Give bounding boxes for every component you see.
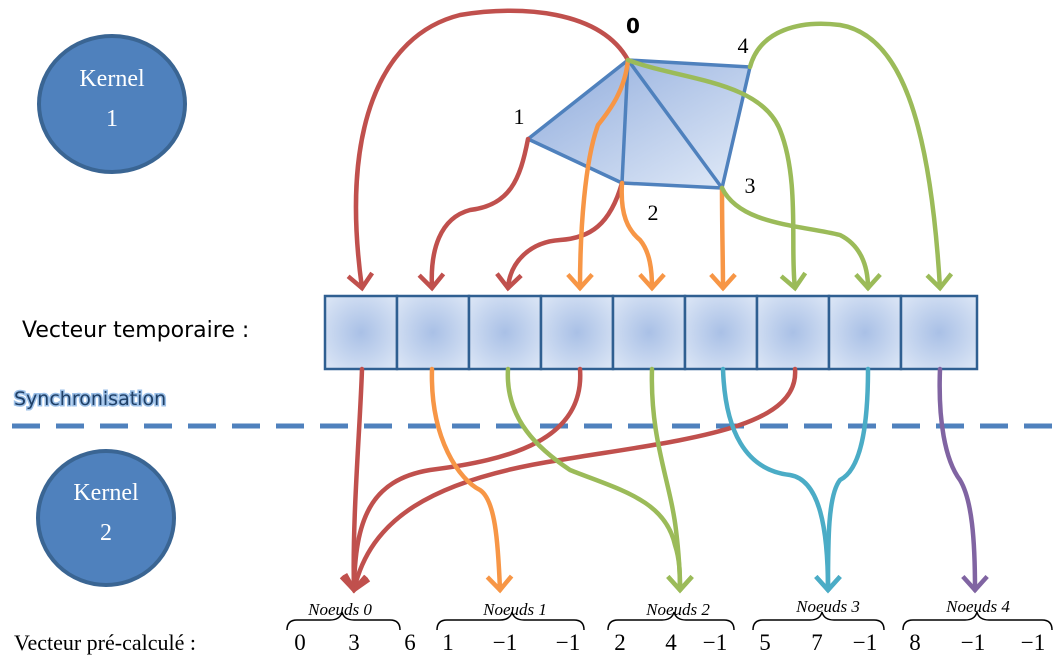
arrow-node4-to-cell9	[747, 21, 954, 292]
temp-cell	[539, 294, 615, 371]
temp-cell	[827, 294, 903, 371]
group-value: 3	[348, 630, 360, 655]
group-brace	[436, 611, 585, 631]
kernel-1-title: Kernel	[79, 66, 145, 92]
arrow-cell5-to-group2	[649, 366, 694, 594]
group-value: −1	[1021, 630, 1045, 655]
group-brace	[286, 611, 401, 631]
group-value: 6	[404, 630, 416, 655]
kernel-2-number: 2	[100, 520, 112, 546]
gather-arrows	[339, 366, 989, 594]
precomputed-group-3: Noeuds 3 5 7 −1	[752, 597, 885, 655]
temp-cell	[683, 294, 759, 371]
precomputed-group-4: Noeuds 4 8 −1 −1	[902, 597, 1053, 655]
arrow-cell2-to-group1	[429, 366, 514, 594]
arrow-node0-to-cell7	[625, 57, 808, 292]
precomputed-group-0: Noeuds 0 0 3 6	[286, 600, 416, 655]
node-label-2: 2	[648, 200, 659, 225]
arrow-node1-to-cell2	[417, 136, 531, 292]
temp-cell	[755, 294, 831, 371]
kernel-1: Kernel 1	[37, 34, 187, 174]
group-value: −1	[493, 630, 517, 655]
arrow-cell7-to-group0	[343, 366, 798, 594]
group-caption: Noeuds 0	[307, 600, 372, 619]
mesh-edge	[626, 58, 724, 190]
group-value: 4	[665, 630, 677, 655]
arrow-node3-to-cell6	[709, 185, 737, 292]
kernel-1-number: 1	[106, 106, 118, 132]
node-label-3: 3	[745, 173, 756, 198]
arrow-node2-to-cell5	[619, 180, 666, 292]
arrow-node0-to-cell1	[346, 8, 631, 292]
arrow-cell4-to-group0	[340, 366, 583, 594]
group-value: 2	[614, 630, 626, 655]
kernel-2: Kernel 2	[36, 449, 176, 587]
arrow-node2-to-cell3	[495, 180, 625, 292]
group-value: −1	[556, 630, 580, 655]
kernel-1-circle	[37, 34, 187, 174]
sync-label: Synchronisation	[14, 388, 166, 410]
group-value: 5	[759, 630, 771, 655]
group-value: 0	[294, 630, 306, 655]
scatter-arrows	[346, 8, 954, 292]
arrow-cell6-to-group3	[720, 366, 842, 594]
node-label-4: 4	[738, 33, 749, 58]
temp-cell	[467, 294, 543, 371]
group-caption: Noeuds 1	[482, 600, 547, 619]
node-label-1: 1	[514, 104, 525, 129]
kernel-2-title: Kernel	[73, 480, 139, 506]
precomputed-group-2: Noeuds 2 2 4 −1	[607, 600, 735, 655]
arrow-node3-to-cell8	[719, 185, 882, 292]
mesh-polygon	[526, 58, 752, 190]
group-caption: Noeuds 4	[945, 597, 1010, 616]
group-value: −1	[961, 630, 985, 655]
temp-cell	[899, 294, 979, 371]
group-value: 7	[811, 630, 823, 655]
temp-vector-label: Vecteur temporaire :	[22, 318, 249, 343]
temp-vector	[323, 294, 979, 371]
temp-cell	[395, 294, 471, 371]
mesh-edge	[620, 59, 630, 184]
group-brace	[752, 611, 885, 631]
group-value: 8	[909, 630, 921, 655]
group-caption: Noeuds 2	[645, 600, 710, 619]
group-value: −1	[853, 630, 877, 655]
kernel-2-circle	[36, 449, 176, 587]
arrow-cell9-to-group4	[937, 366, 989, 594]
temp-cell	[323, 294, 399, 371]
arrow-cell8-to-group3	[814, 366, 871, 594]
group-brace	[902, 611, 1053, 631]
precomputed-label: Vecteur pré-calculé :	[14, 630, 196, 655]
group-caption: Noeuds 3	[795, 597, 860, 616]
mesh: 0 1 2 3 4	[514, 14, 756, 225]
precomputed-group-1: Noeuds 1 1 −1 −1	[436, 600, 585, 655]
group-value: −1	[703, 630, 727, 655]
node-label-0: 0	[626, 14, 640, 38]
arrow-node0-to-cell4	[566, 57, 631, 292]
temp-cell	[611, 294, 687, 371]
group-brace	[607, 611, 735, 631]
group-value: 1	[442, 630, 454, 655]
